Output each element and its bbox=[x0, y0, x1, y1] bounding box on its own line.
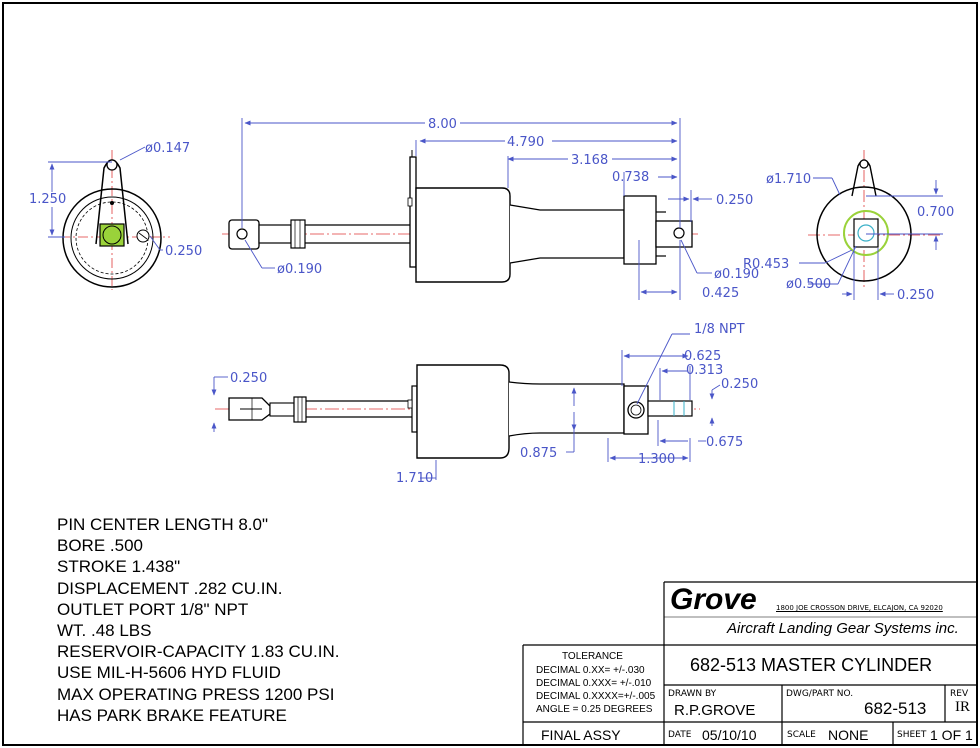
spec-item: PIN CENTER LENGTH 8.0" bbox=[57, 515, 269, 534]
dim-front-hole-dia: ø0.147 bbox=[145, 141, 190, 156]
dim-end-0425: 0.425 bbox=[702, 286, 739, 301]
dim-top-0313: 0.313 bbox=[686, 363, 723, 378]
dim-length-0738: 0.738 bbox=[612, 170, 649, 185]
dim-npt-label: 1/8 NPT bbox=[694, 322, 745, 337]
dim-front-offset: 0.250 bbox=[165, 244, 202, 259]
end-view-dimensions bbox=[799, 177, 943, 300]
spec-item: RESERVOIR-CAPACITY 1.83 CU.IN. bbox=[57, 642, 340, 662]
dim-clevis-0250: 0.250 bbox=[230, 371, 267, 386]
spec-item: MAX OPERATING PRESS 1200 PSI bbox=[57, 684, 335, 704]
dim-rod-pin-dia: ø0.190 bbox=[277, 262, 322, 277]
tolerance-line: DECIMAL 0.XXX= +/-.010 bbox=[536, 678, 652, 689]
scale-value: NONE bbox=[828, 727, 869, 743]
side-view bbox=[222, 150, 700, 283]
tolerance-line: DECIMAL 0.XX= +/-.030 bbox=[536, 665, 645, 676]
spec-item: DISPLACEMENT .282 CU.IN. bbox=[57, 578, 283, 598]
dim-top-0625: 0.625 bbox=[684, 349, 721, 364]
date-value: 05/10/10 bbox=[702, 727, 757, 743]
dim-front-height: 1.250 bbox=[29, 192, 66, 207]
dim-side-dia-1710: ø1.710 bbox=[766, 172, 811, 187]
dim-length-3168: 3.168 bbox=[571, 153, 608, 168]
part-no-label: DWG/PART NO. bbox=[786, 689, 854, 699]
dim-length-4790: 4.790 bbox=[507, 135, 544, 150]
part-no-value: 682-513 bbox=[864, 699, 927, 718]
top-view bbox=[215, 364, 700, 459]
date-label: DATE bbox=[668, 730, 692, 740]
final-assy: FINAL ASSY bbox=[541, 727, 621, 743]
tolerance-line: DECIMAL 0.XXXX=+/-.005 bbox=[536, 691, 656, 702]
rev-value: IR bbox=[955, 699, 970, 715]
dim-body-1710: 1.710 bbox=[396, 471, 433, 486]
spec-item: OUTLET PORT 1/8" NPT bbox=[57, 599, 249, 619]
company-address: 1800 JOE CROSSON DRIVE, ELCAJON, CA 9202… bbox=[776, 604, 943, 612]
company-logo: Grove bbox=[670, 583, 757, 616]
front-view bbox=[60, 150, 170, 290]
dim-top-0250: 0.250 bbox=[721, 377, 758, 392]
dim-end-pin-dia: ø0.190 bbox=[714, 267, 759, 282]
tolerance-heading: TOLERANCE bbox=[562, 651, 623, 662]
dim-top-1300: 1.300 bbox=[638, 452, 675, 467]
dim-top-0675: 0.675 bbox=[706, 435, 743, 450]
dim-top-0875: 0.875 bbox=[520, 446, 557, 461]
spec-item: STROKE 1.438" bbox=[57, 557, 181, 577]
spec-notes: PIN CENTER LENGTH 8.0" BORE .500 STROKE … bbox=[57, 514, 339, 726]
dim-side-0700: 0.700 bbox=[917, 205, 954, 220]
sheet-label: SHEET bbox=[897, 730, 927, 740]
end-view bbox=[808, 150, 940, 290]
company-name: Aircraft Landing Gear Systems inc. bbox=[727, 620, 959, 637]
front-view-dimensions bbox=[48, 146, 163, 251]
dim-side-radius: R0.453 bbox=[743, 257, 789, 272]
dim-side-dia-0500: ø0.500 bbox=[786, 277, 831, 292]
dim-overall-length: 8.00 bbox=[428, 117, 457, 132]
dimension-labels: ø0.147 1.250 0.250 8.00 4.790 3.168 0.73… bbox=[29, 117, 954, 486]
scale-label: SCALE bbox=[787, 730, 816, 740]
drawing-title: 682-513 MASTER CYLINDER bbox=[690, 655, 933, 675]
spec-item: WT. .48 LBS bbox=[57, 621, 152, 641]
dim-end-offset: 0.250 bbox=[716, 193, 753, 208]
spec-item: HAS PARK BRAKE FEATURE bbox=[57, 705, 287, 725]
spec-item: USE MIL-H-5606 HYD FLUID bbox=[57, 663, 281, 683]
drawn-by-label: DRAWN BY bbox=[668, 689, 717, 699]
sheet-value: 1 OF 1 bbox=[930, 727, 973, 743]
side-view-dimensions bbox=[241, 118, 712, 300]
rev-label: REV bbox=[950, 689, 969, 699]
spec-item: BORE .500 bbox=[57, 536, 143, 556]
top-view-dimensions bbox=[211, 333, 721, 480]
title-block-frame bbox=[522, 581, 977, 745]
drawn-by-value: R.P.GROVE bbox=[674, 702, 756, 719]
dim-side-0250: 0.250 bbox=[897, 288, 934, 303]
tolerance-line: ANGLE = 0.25 DEGREES bbox=[536, 704, 653, 715]
